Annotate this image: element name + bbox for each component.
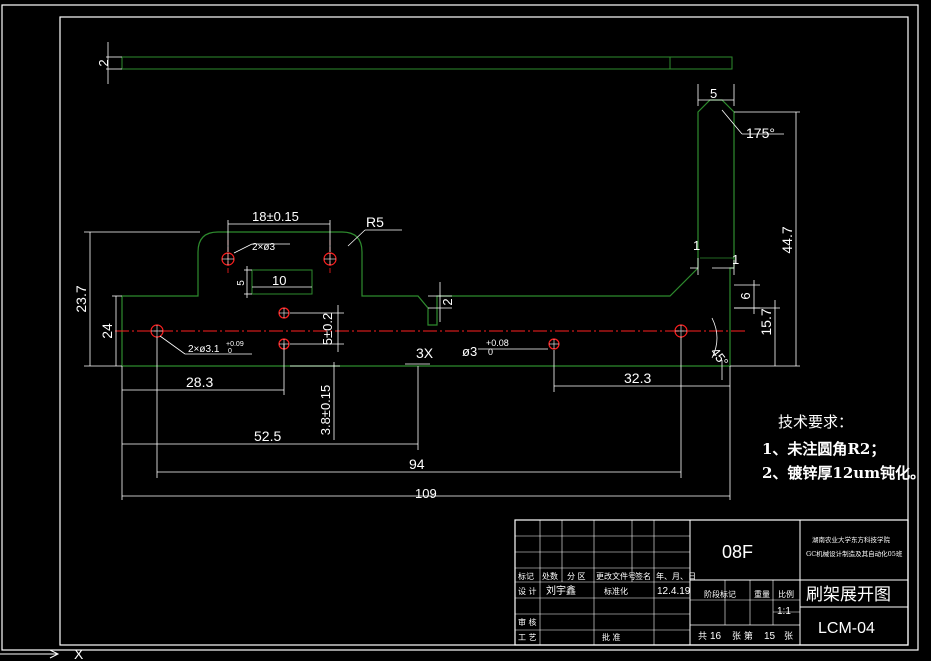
dim-3x: 3X [416,345,434,361]
dim-2x3-1-tol-up: +0.09 [226,341,244,348]
tb-school: 湖南农业大学东方科技学院 [812,535,891,544]
tb-sheets-total: 16 [710,631,722,642]
slot-10 [251,269,313,295]
dim-28-3: 28.3 [186,374,213,390]
dim-15-7: 15.7 [758,308,774,335]
dim-44-7: 44.7 [779,226,795,253]
tb-scale-label: 比例 [778,589,794,599]
tb-hdr-zone: 分 区 [567,572,586,581]
dim-23-7: 23.7 [73,285,89,312]
tb-designer: 刘宇鑫 [546,584,576,597]
tb-project: GC机械设计制造及其自动化05班 [806,549,903,558]
tb-drawing-name: 刷架展开图 [806,585,891,605]
dim-175: 175° [746,125,775,141]
dim-1b: 1 [732,252,739,267]
dim-phi3-tol-low: 0 [488,347,493,357]
dim-5a: 5 [236,280,247,286]
dim-1a: 1 [693,238,700,253]
dim-2x3-1-tol-low: 0 [228,348,232,355]
dim-6: 6 [738,292,753,299]
tb-stage-mark: 阶段标记 [704,589,736,599]
tb-sheet-no-label: 张 第 [732,630,753,642]
tb-scale: 1:1 [777,606,791,617]
tb-drawing-code: LCM-04 [818,620,875,637]
tb-hdr-count: 处数 [542,571,558,581]
tb-row-design: 设 计 [518,586,537,596]
dim-phi3: ø3 [462,344,477,359]
dim-phi3-tol-up: +0.08 [486,338,509,348]
title-block [514,519,909,646]
tb-row-standard: 标准化 [604,586,628,596]
dim-32-3: 32.3 [624,370,651,386]
inner-border [59,16,909,646]
tb-sheets-total-label: 共 [698,631,707,642]
tb-weight: 重量 [754,589,770,599]
tb-material: 08F [722,542,753,562]
dim-2x3-1: 2×ø3.1 [188,344,220,355]
tb-hdr-docno: 更改文件号 [596,571,636,581]
tb-date: 12.4.19 [657,586,691,597]
tb-row-approve: 批 准 [602,632,621,642]
dimension-lines [84,84,800,500]
tb-row-process: 工 艺 [518,633,537,642]
notes-item-1: 1、未注圆角R2； [762,440,885,458]
dim-5-0-2: 5±0.2 [320,313,335,345]
tb-hdr-date: 年、月、日 [656,571,696,581]
dim-10: 10 [272,273,286,288]
dim-52-5: 52.5 [254,428,281,444]
part-outline [121,99,735,367]
dim-3-8: 3.8±0.15 [318,385,333,436]
tb-hdr-mark: 标记 [518,571,534,581]
dim-r5: R5 [366,214,384,230]
holes [150,252,688,350]
tb-row-check: 审 核 [518,617,537,627]
notes-title: 技术要求： [778,413,853,431]
dim-5b: 5 [710,86,717,101]
outer-border [1,4,919,651]
dim-18: 18±0.15 [252,209,299,224]
tb-sheet-no: 15 [764,631,776,642]
ucs-icon [0,649,60,659]
dim-2x3: 2×ø3 [252,242,276,253]
dim-109: 109 [415,486,437,501]
tb-hdr-sign: 签名 [635,571,651,581]
notes-item-2: 2、镀锌厚12um钝化。 [762,464,925,482]
dim-2b: 2 [440,298,455,305]
dim-94: 94 [409,456,425,472]
side-view: 2 [96,42,733,84]
side-thickness-dim: 2 [96,59,111,66]
dim-24: 24 [99,323,115,339]
ucs-x-label: X [74,646,84,661]
tb-sheet-no-label-2: 张 [784,631,793,642]
